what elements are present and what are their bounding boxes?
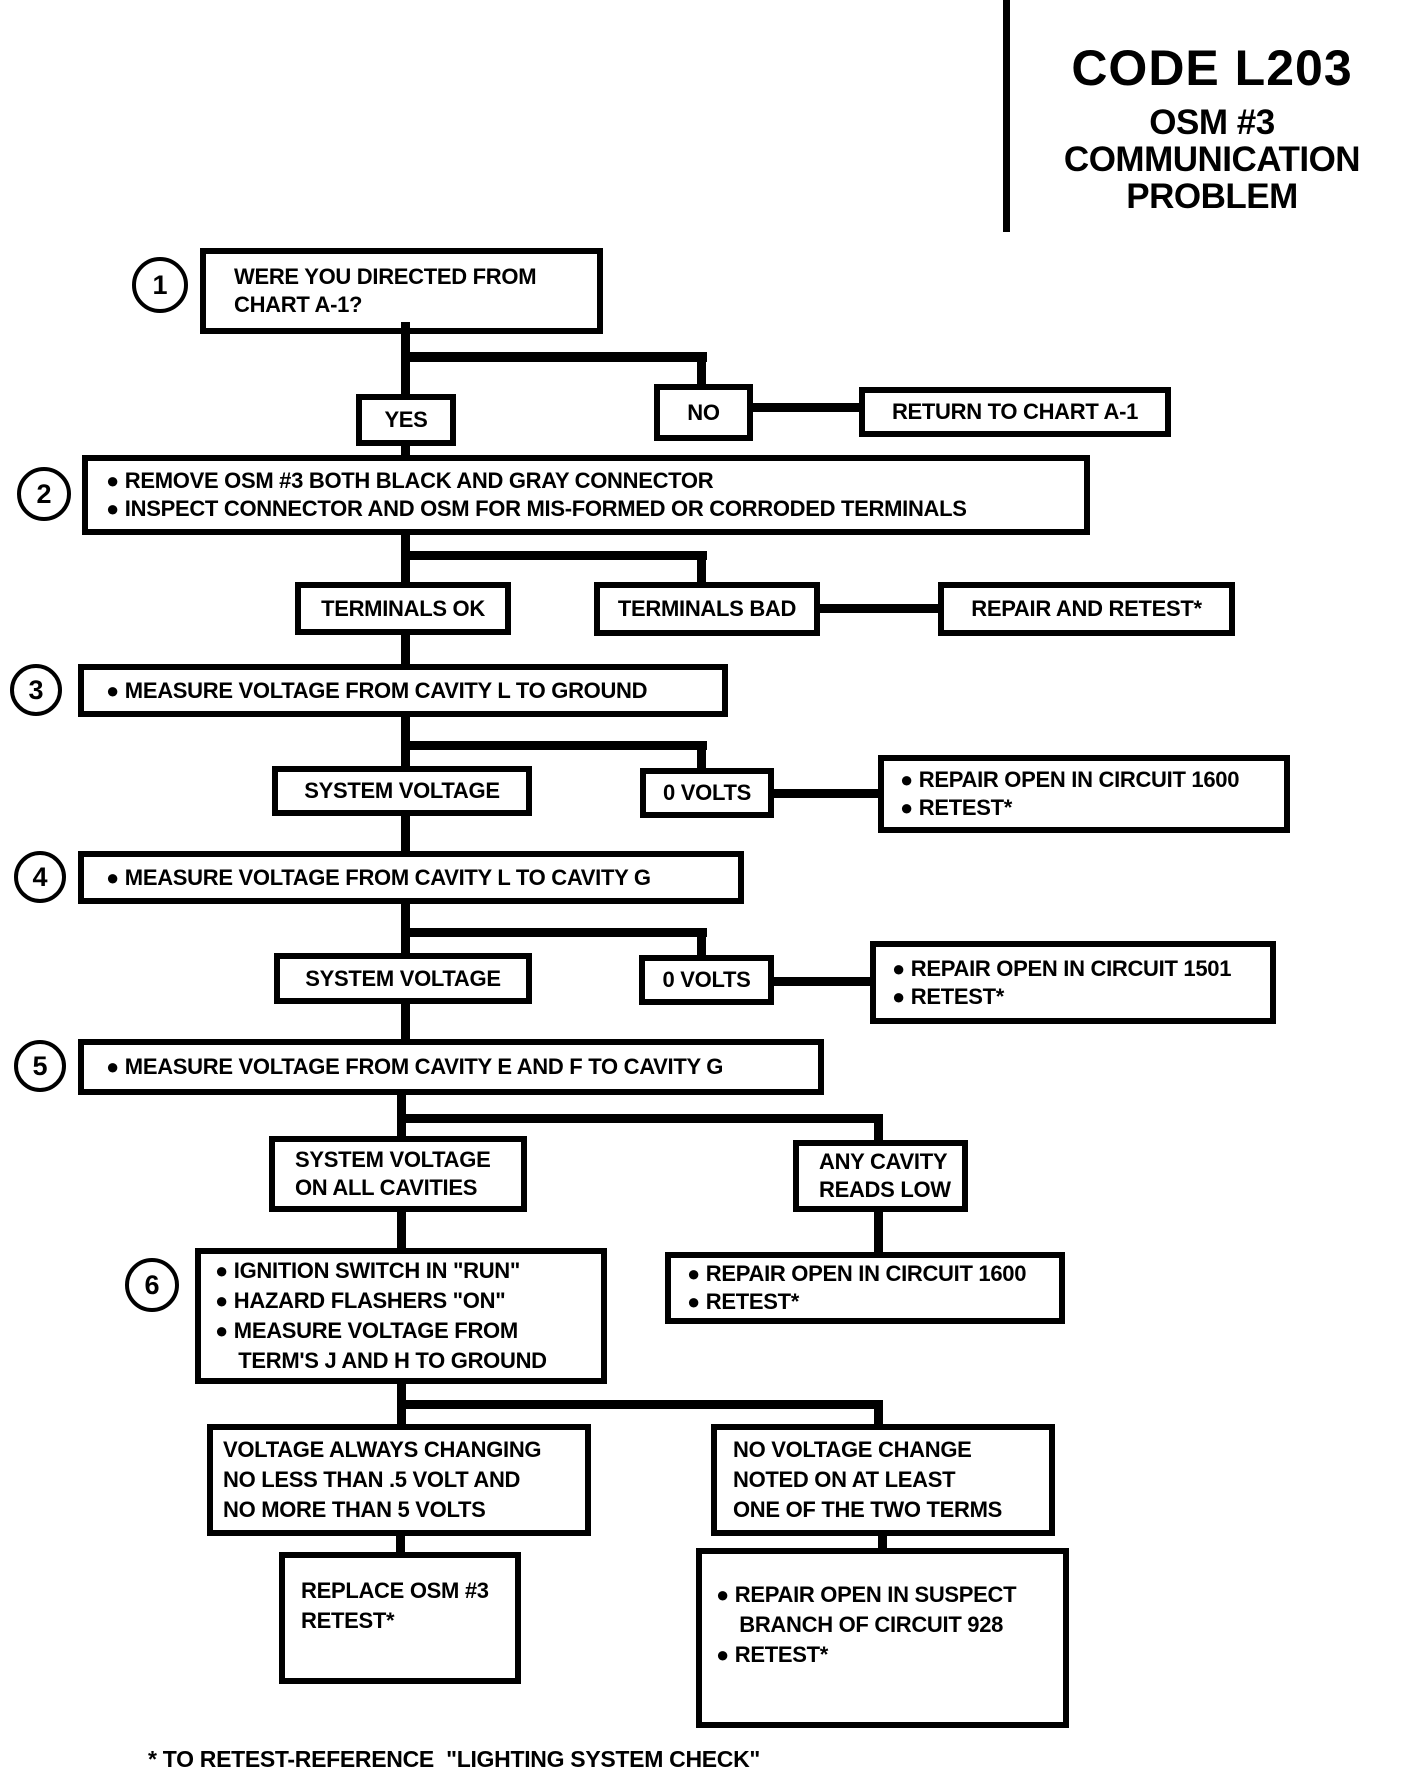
question-directed-from-chart-box: WERE YOU DIRECTED FROM CHART A-1?: [200, 248, 603, 334]
connector-line: [878, 1534, 887, 1550]
system-voltage-box-1: SYSTEM VOLTAGE: [272, 766, 532, 816]
bullet-line: ● MEASURE VOLTAGE FROM: [215, 1318, 518, 1343]
terminals-ok-box: TERMINALS OK: [295, 582, 511, 635]
chart-subtitle-line2: COMMUNICATION: [1063, 140, 1361, 179]
bullet-line: ● REMOVE OSM #3 BOTH BLACK AND GRAY CONN…: [106, 468, 714, 493]
connector-line: [697, 741, 706, 770]
step-circle-1: 1: [132, 257, 188, 313]
question-line: WERE YOU DIRECTED FROM: [234, 264, 537, 289]
connector-line: [401, 741, 707, 750]
step-circle-2: 2: [17, 467, 71, 521]
continuation-line: BRANCH OF CIRCUIT 928: [716, 1612, 1004, 1637]
chart-subtitle-line1: OSM #3: [1149, 103, 1275, 142]
connector-line: [397, 1114, 883, 1123]
chart-subtitle-line3: PROBLEM: [1126, 177, 1298, 216]
zero-volts-box-2: 0 VOLTS: [639, 955, 774, 1005]
bullet-line: ● IGNITION SWITCH IN "RUN": [215, 1258, 521, 1283]
bullet-line: ● RETEST*: [716, 1642, 829, 1667]
step2-action-box: ● REMOVE OSM #3 BOTH BLACK AND GRAY CONN…: [82, 455, 1090, 535]
yes-box: YES: [356, 394, 456, 446]
connector-line: [874, 1210, 883, 1254]
system-voltage-all-cavities-box: SYSTEM VOLTAGE ON ALL CAVITIES: [269, 1136, 527, 1212]
bullet-line: ● REPAIR OPEN IN CIRCUIT 1501: [892, 955, 1232, 981]
step-circle-3: 3: [10, 664, 62, 716]
retest-footnote: * TO RETEST-REFERENCE "LIGHTING SYSTEM C…: [148, 1746, 761, 1772]
zero-volts-box-1: 0 VOLTS: [640, 768, 774, 818]
connector-line: [774, 789, 878, 798]
repair-circuit-1600-box-2: ● REPAIR OPEN IN CIRCUIT 1600 ● RETEST*: [665, 1252, 1065, 1324]
connector-line: [401, 445, 410, 457]
bullet-line: ● RETEST*: [892, 983, 1005, 1009]
bullet-line: ● RETEST*: [900, 795, 1013, 820]
question-line: CHART A-1?: [234, 292, 363, 317]
step5-action-box: ● MEASURE VOLTAGE FROM CAVITY E AND F TO…: [78, 1039, 824, 1095]
connector-line: [397, 1210, 406, 1250]
title-box-left-border: [1003, 0, 1010, 232]
bullet-line: ● REPAIR OPEN IN CIRCUIT 1600: [687, 1261, 1027, 1286]
connector-line: [401, 928, 707, 937]
bullet-line: ● INSPECT CONNECTOR AND OSM FOR MIS-FORM…: [106, 496, 967, 521]
connector-line: [697, 352, 706, 386]
return-to-chart-box: RETURN TO CHART A-1: [859, 387, 1171, 437]
continuation-line: TERM'S J AND H TO GROUND: [215, 1348, 547, 1373]
connector-line: [697, 928, 706, 958]
connector-line: [774, 977, 870, 986]
bullet-line: ● REPAIR OPEN IN CIRCUIT 1600: [900, 767, 1240, 792]
connector-line: [697, 551, 706, 584]
connector-line: [401, 632, 410, 666]
system-voltage-box-2: SYSTEM VOLTAGE: [274, 953, 532, 1004]
bullet-line: ● RETEST*: [687, 1289, 800, 1314]
repair-circuit-1600-box-1: ● REPAIR OPEN IN CIRCUIT 1600 ● RETEST*: [878, 755, 1290, 833]
bullet-line: ● REPAIR OPEN IN SUSPECT: [716, 1582, 1017, 1607]
bullet-line: ● MEASURE VOLTAGE FROM CAVITY E AND F TO…: [106, 1054, 724, 1079]
bullet-line: ● MEASURE VOLTAGE FROM CAVITY L TO CAVIT…: [106, 864, 651, 890]
repair-and-retest-box: REPAIR AND RETEST*: [938, 582, 1235, 636]
connector-line: [401, 551, 707, 560]
terminals-bad-box: TERMINALS BAD: [594, 582, 820, 636]
bullet-line: ● MEASURE VOLTAGE FROM CAVITY L TO GROUN…: [106, 677, 648, 703]
voltage-always-changing-box: VOLTAGE ALWAYS CHANGING NO LESS THAN .5 …: [207, 1424, 591, 1536]
connector-line: [397, 1400, 883, 1409]
step4-action-box: ● MEASURE VOLTAGE FROM CAVITY L TO CAVIT…: [78, 851, 744, 904]
connector-line: [752, 403, 859, 412]
connector-line: [874, 1114, 883, 1142]
repair-circuit-1501-box: ● REPAIR OPEN IN CIRCUIT 1501 ● RETEST*: [870, 941, 1276, 1024]
step-circle-5: 5: [14, 1040, 66, 1092]
step3-action-box: ● MEASURE VOLTAGE FROM CAVITY L TO GROUN…: [78, 664, 728, 717]
bullet-line: ● HAZARD FLASHERS "ON": [215, 1288, 506, 1313]
connector-line: [401, 814, 410, 853]
connector-line: [401, 352, 707, 362]
replace-osm-box: REPLACE OSM #3 RETEST*: [279, 1552, 521, 1684]
chart-code: CODE L203: [1071, 40, 1353, 96]
step-circle-6: 6: [125, 1258, 179, 1312]
no-voltage-change-box: NO VOLTAGE CHANGE NOTED ON AT LEAST ONE …: [711, 1424, 1055, 1536]
connector-line: [396, 1534, 405, 1554]
any-cavity-reads-low-box: ANY CAVITY READS LOW: [793, 1140, 968, 1212]
connector-line: [874, 1400, 883, 1426]
step6-action-box: ● IGNITION SWITCH IN "RUN" ● HAZARD FLAS…: [195, 1248, 607, 1384]
chart-title: CODE L203 OSM #3 COMMUNICATION PROBLEM: [1012, 42, 1412, 215]
repair-suspect-branch-box: ● REPAIR OPEN IN SUSPECT BRANCH OF CIRCU…: [696, 1548, 1069, 1728]
step-circle-4: 4: [14, 851, 66, 903]
connector-line: [401, 1002, 410, 1041]
connector-line: [819, 604, 938, 613]
no-box: NO: [654, 384, 753, 441]
